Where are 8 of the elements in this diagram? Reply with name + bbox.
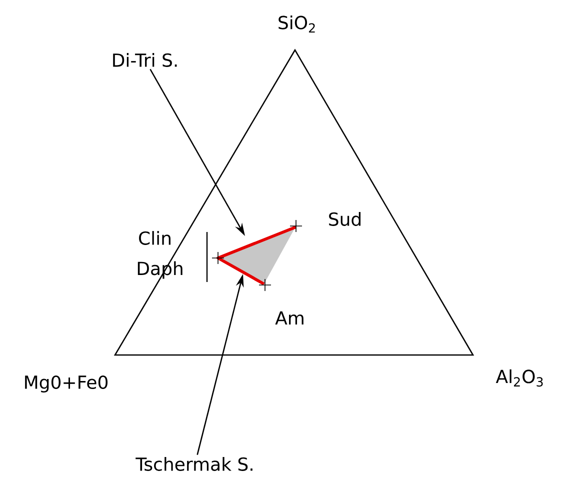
ternary-vertex-label: Mg0+Fe0: [25, 375, 108, 393]
ternary-vertex-label: Al$_{2}$O$_{3}$: [496, 369, 543, 387]
ternary-vertex-label: SiO$_{2}$: [278, 15, 315, 33]
point-label: Am: [275, 311, 304, 325]
point-label: Sud: [329, 212, 360, 226]
annotation-text: Di-Tri S.: [113, 53, 177, 67]
point-label: Clin: [139, 231, 170, 245]
annotation-text: Tschermak S.: [136, 457, 252, 471]
